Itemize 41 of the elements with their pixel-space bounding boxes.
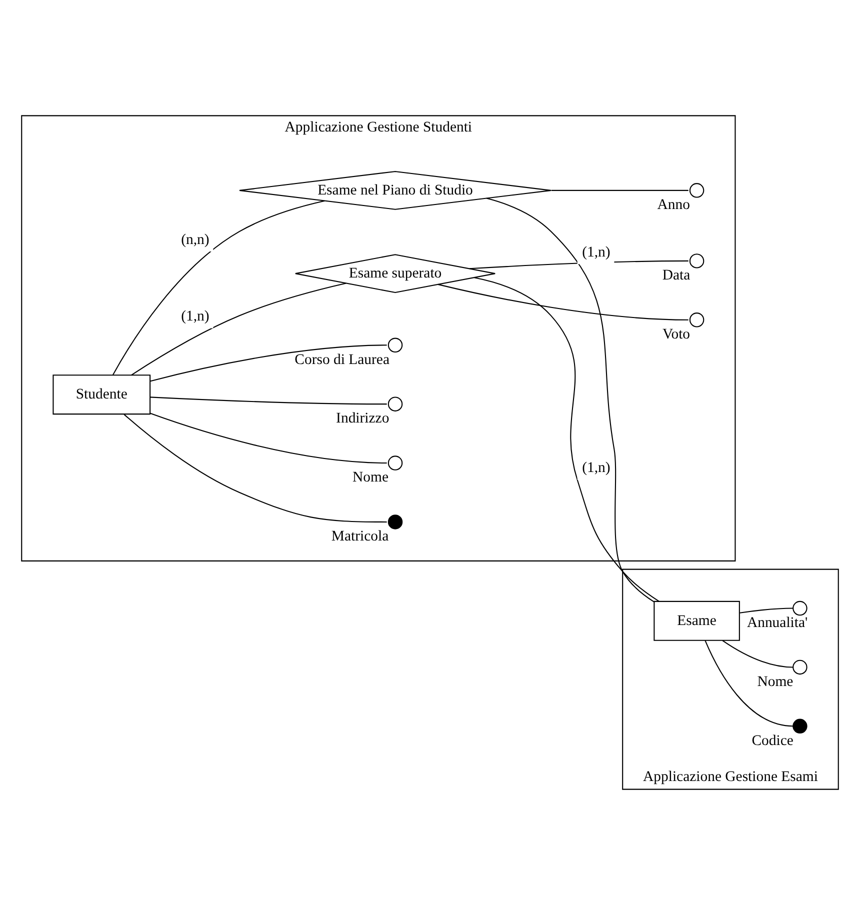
- connector: [486, 197, 654, 602]
- node-label: Data: [662, 267, 690, 284]
- connector: [112, 200, 324, 375]
- node-label: Indirizzo: [336, 410, 389, 426]
- connector: [437, 283, 688, 320]
- node-label: Codice: [751, 732, 793, 748]
- node-circle: [688, 312, 704, 327]
- connector: [704, 640, 793, 726]
- node-circle: [387, 337, 402, 352]
- node-diamond: Esame superato: [294, 254, 496, 293]
- node-label: Anno: [656, 196, 690, 213]
- node-circle: [688, 182, 704, 198]
- connector: [150, 396, 386, 404]
- node-label: Voto: [662, 326, 690, 342]
- node-diamond: Esame nel Piano di Studio: [238, 170, 552, 210]
- node-box: Studente: [52, 374, 150, 414]
- connector: [474, 276, 659, 602]
- node-circle: [792, 659, 807, 674]
- edge-label: (1,n): [180, 308, 209, 324]
- node-label: Corso di Laurea: [294, 351, 390, 368]
- node-circle: [792, 600, 807, 616]
- edge-label: (1,n): [582, 244, 610, 260]
- node-circle: [387, 514, 402, 529]
- node-circle: [387, 455, 402, 470]
- connector: [739, 607, 793, 613]
- node-label: Matricola: [330, 528, 388, 544]
- node-circle: [792, 718, 807, 734]
- node-label: Nome: [352, 469, 388, 486]
- node-label: Annualita': [746, 614, 808, 630]
- node-circle: [688, 253, 704, 268]
- edge-label: (1,n): [582, 460, 610, 476]
- connector: [123, 414, 386, 522]
- connector: [149, 412, 386, 464]
- connector: [550, 189, 688, 190]
- node-label: Nome: [756, 673, 793, 690]
- connector: [722, 640, 793, 668]
- connector: [150, 344, 386, 382]
- edge-label: (n,n): [180, 231, 209, 248]
- node-circle: [387, 396, 402, 411]
- connector: [130, 282, 346, 376]
- node-box: Esame: [653, 600, 740, 640]
